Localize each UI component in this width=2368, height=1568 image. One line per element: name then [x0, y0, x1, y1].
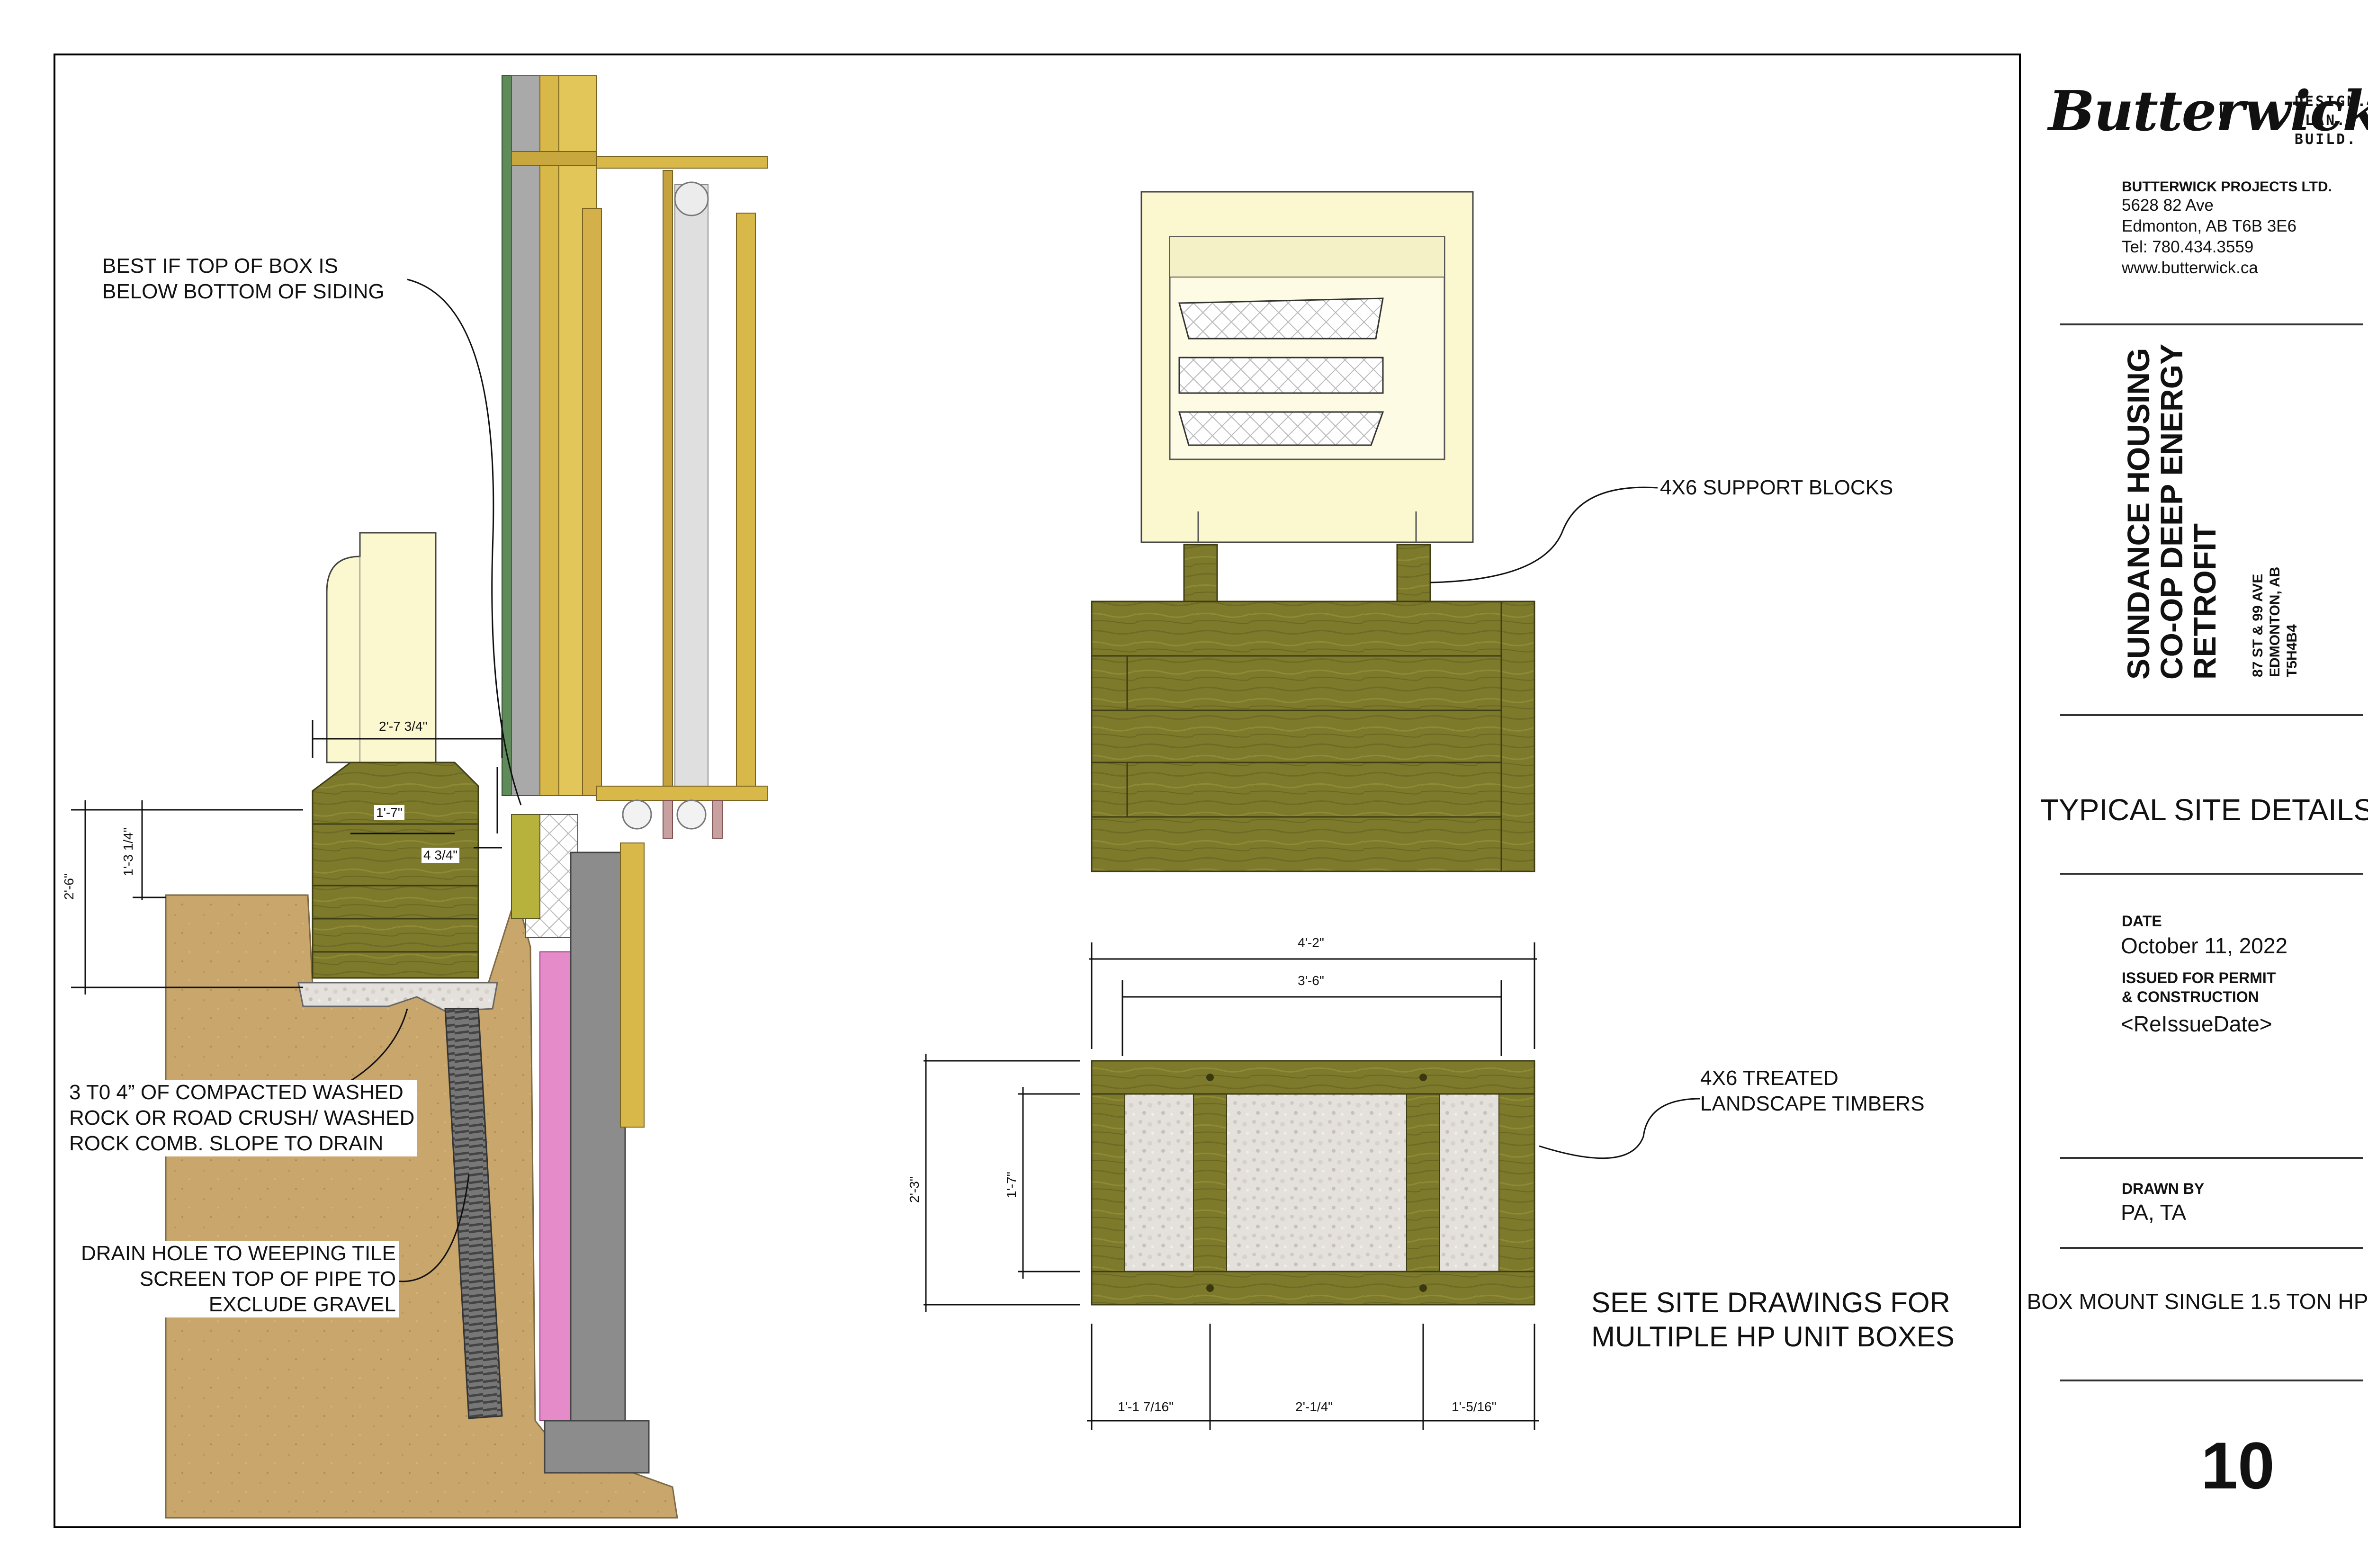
dim-bottom-left: 1'-1 7/16" — [1118, 1399, 1174, 1414]
project-address: 87 ST & 99 AVE EDMONTON, AB T5H4B4 — [2250, 566, 2300, 677]
hp-unit-section — [326, 532, 437, 763]
leader-top-of-box — [407, 278, 522, 806]
plan-dim-lines — [924, 942, 1539, 1430]
dim-bottom-mid: 2'-1/4" — [1295, 1399, 1333, 1414]
leader-timbers — [1539, 1098, 1701, 1159]
company-address: 5628 82 Ave Edmonton, AB T6B 3E6 Tel: 78… — [2122, 196, 2297, 277]
detail-name: BOX MOUNT SINGLE 1.5 TON HP — [2027, 1289, 2368, 1314]
note-see-site: SEE SITE DRAWINGS FOR MULTIPLE HP UNIT B… — [1591, 1287, 1955, 1353]
section-dim-lines — [71, 720, 503, 995]
stud-outer — [539, 75, 559, 796]
interior-stud-1 — [663, 170, 673, 796]
company-logo: Butterwick — [2048, 79, 2368, 143]
reissue-date: <ReIssueDate> — [2121, 1012, 2272, 1036]
floor-joist-bottom — [596, 786, 768, 801]
issued-label: ISSUED FOR PERMIT & CONSTRUCTION — [2122, 969, 2276, 1005]
date-value: October 11, 2022 — [2121, 933, 2288, 958]
gravel-cell-right — [1439, 1093, 1499, 1272]
flashing-block — [511, 814, 540, 919]
drain-pipe — [444, 1008, 503, 1419]
interior-duct — [674, 184, 709, 796]
title-block-lines — [2060, 323, 2363, 1381]
floor-joist-top — [596, 156, 768, 169]
company-name: BUTTERWICK PROJECTS LTD. — [2122, 179, 2332, 195]
dim-box-width: 2'-7 3/4" — [379, 719, 428, 734]
dim-inner-depth: 1'-7" — [1004, 1172, 1019, 1198]
leader-drain — [395, 1174, 470, 1282]
gravel-bed — [297, 982, 498, 1012]
note-compacted-rock: 3 T0 4” OF COMPACTED WASHED ROCK OR ROAD… — [66, 1080, 418, 1156]
box-plan — [924, 942, 1701, 1430]
foundation-wall — [570, 851, 626, 1426]
gravel-cell-left — [1124, 1093, 1194, 1272]
footing — [544, 1420, 650, 1474]
timber-box-elevation — [1091, 600, 1535, 872]
sheet-title: TYPICAL SITE DETAILS — [2040, 793, 2368, 827]
dim-inner-width-plan: 3'-6" — [1298, 973, 1324, 988]
wall-section — [71, 75, 768, 1519]
wall-insulation-pink — [539, 951, 571, 1421]
gravel-cell-mid — [1226, 1093, 1407, 1272]
dim-gap: 4 3/4" — [422, 848, 460, 863]
sheathing-inner — [582, 208, 602, 796]
company-tagline: DESIGN. PLAN. BUILD. — [2295, 93, 2368, 148]
leader-support-blocks — [1430, 486, 1658, 583]
dim-height-above: 1'-3 1/4" — [121, 827, 135, 876]
unit-elevation — [1091, 191, 1658, 872]
dim-inner-width: 1'-7" — [374, 805, 404, 820]
soil — [165, 892, 678, 1519]
note-drain-hole: DRAIN HOLE TO WEEPING TILE SCREEN TOP OF… — [57, 1241, 399, 1317]
foundation-board — [620, 842, 645, 1128]
drawn-by-value: PA, TA — [2121, 1200, 2187, 1225]
project-name: SUNDANCE HOUSING CO-OP DEEP ENERGY RETRO… — [2121, 343, 2222, 680]
drawing-frame — [54, 54, 2021, 1528]
box-section — [312, 762, 479, 979]
date-label: DATE — [2122, 913, 2162, 930]
support-block-left — [1183, 544, 1218, 602]
note-timbers: 4X6 TREATED LANDSCAPE TIMBERS — [1700, 1066, 1925, 1115]
siding — [502, 75, 512, 796]
dim-height-total: 2'-6" — [62, 873, 76, 900]
dim-overall-depth: 2'-3" — [907, 1176, 922, 1203]
sheet-number: 10 — [2201, 1428, 2275, 1503]
rigid-insulation — [511, 75, 540, 796]
drawn-by-label: DRAWN BY — [2122, 1180, 2205, 1197]
dim-bottom-right: 1'-5/16" — [1452, 1399, 1497, 1414]
top-plate — [511, 151, 597, 166]
dim-overall-width: 4'-2" — [1298, 935, 1324, 950]
support-block-right — [1396, 544, 1431, 602]
note-support-blocks: 4X6 SUPPORT BLOCKS — [1660, 476, 1893, 499]
note-top-of-box: BEST IF TOP OF BOX IS BELOW BOTTOM OF SI… — [99, 253, 387, 305]
interior-stud-2 — [736, 213, 756, 796]
